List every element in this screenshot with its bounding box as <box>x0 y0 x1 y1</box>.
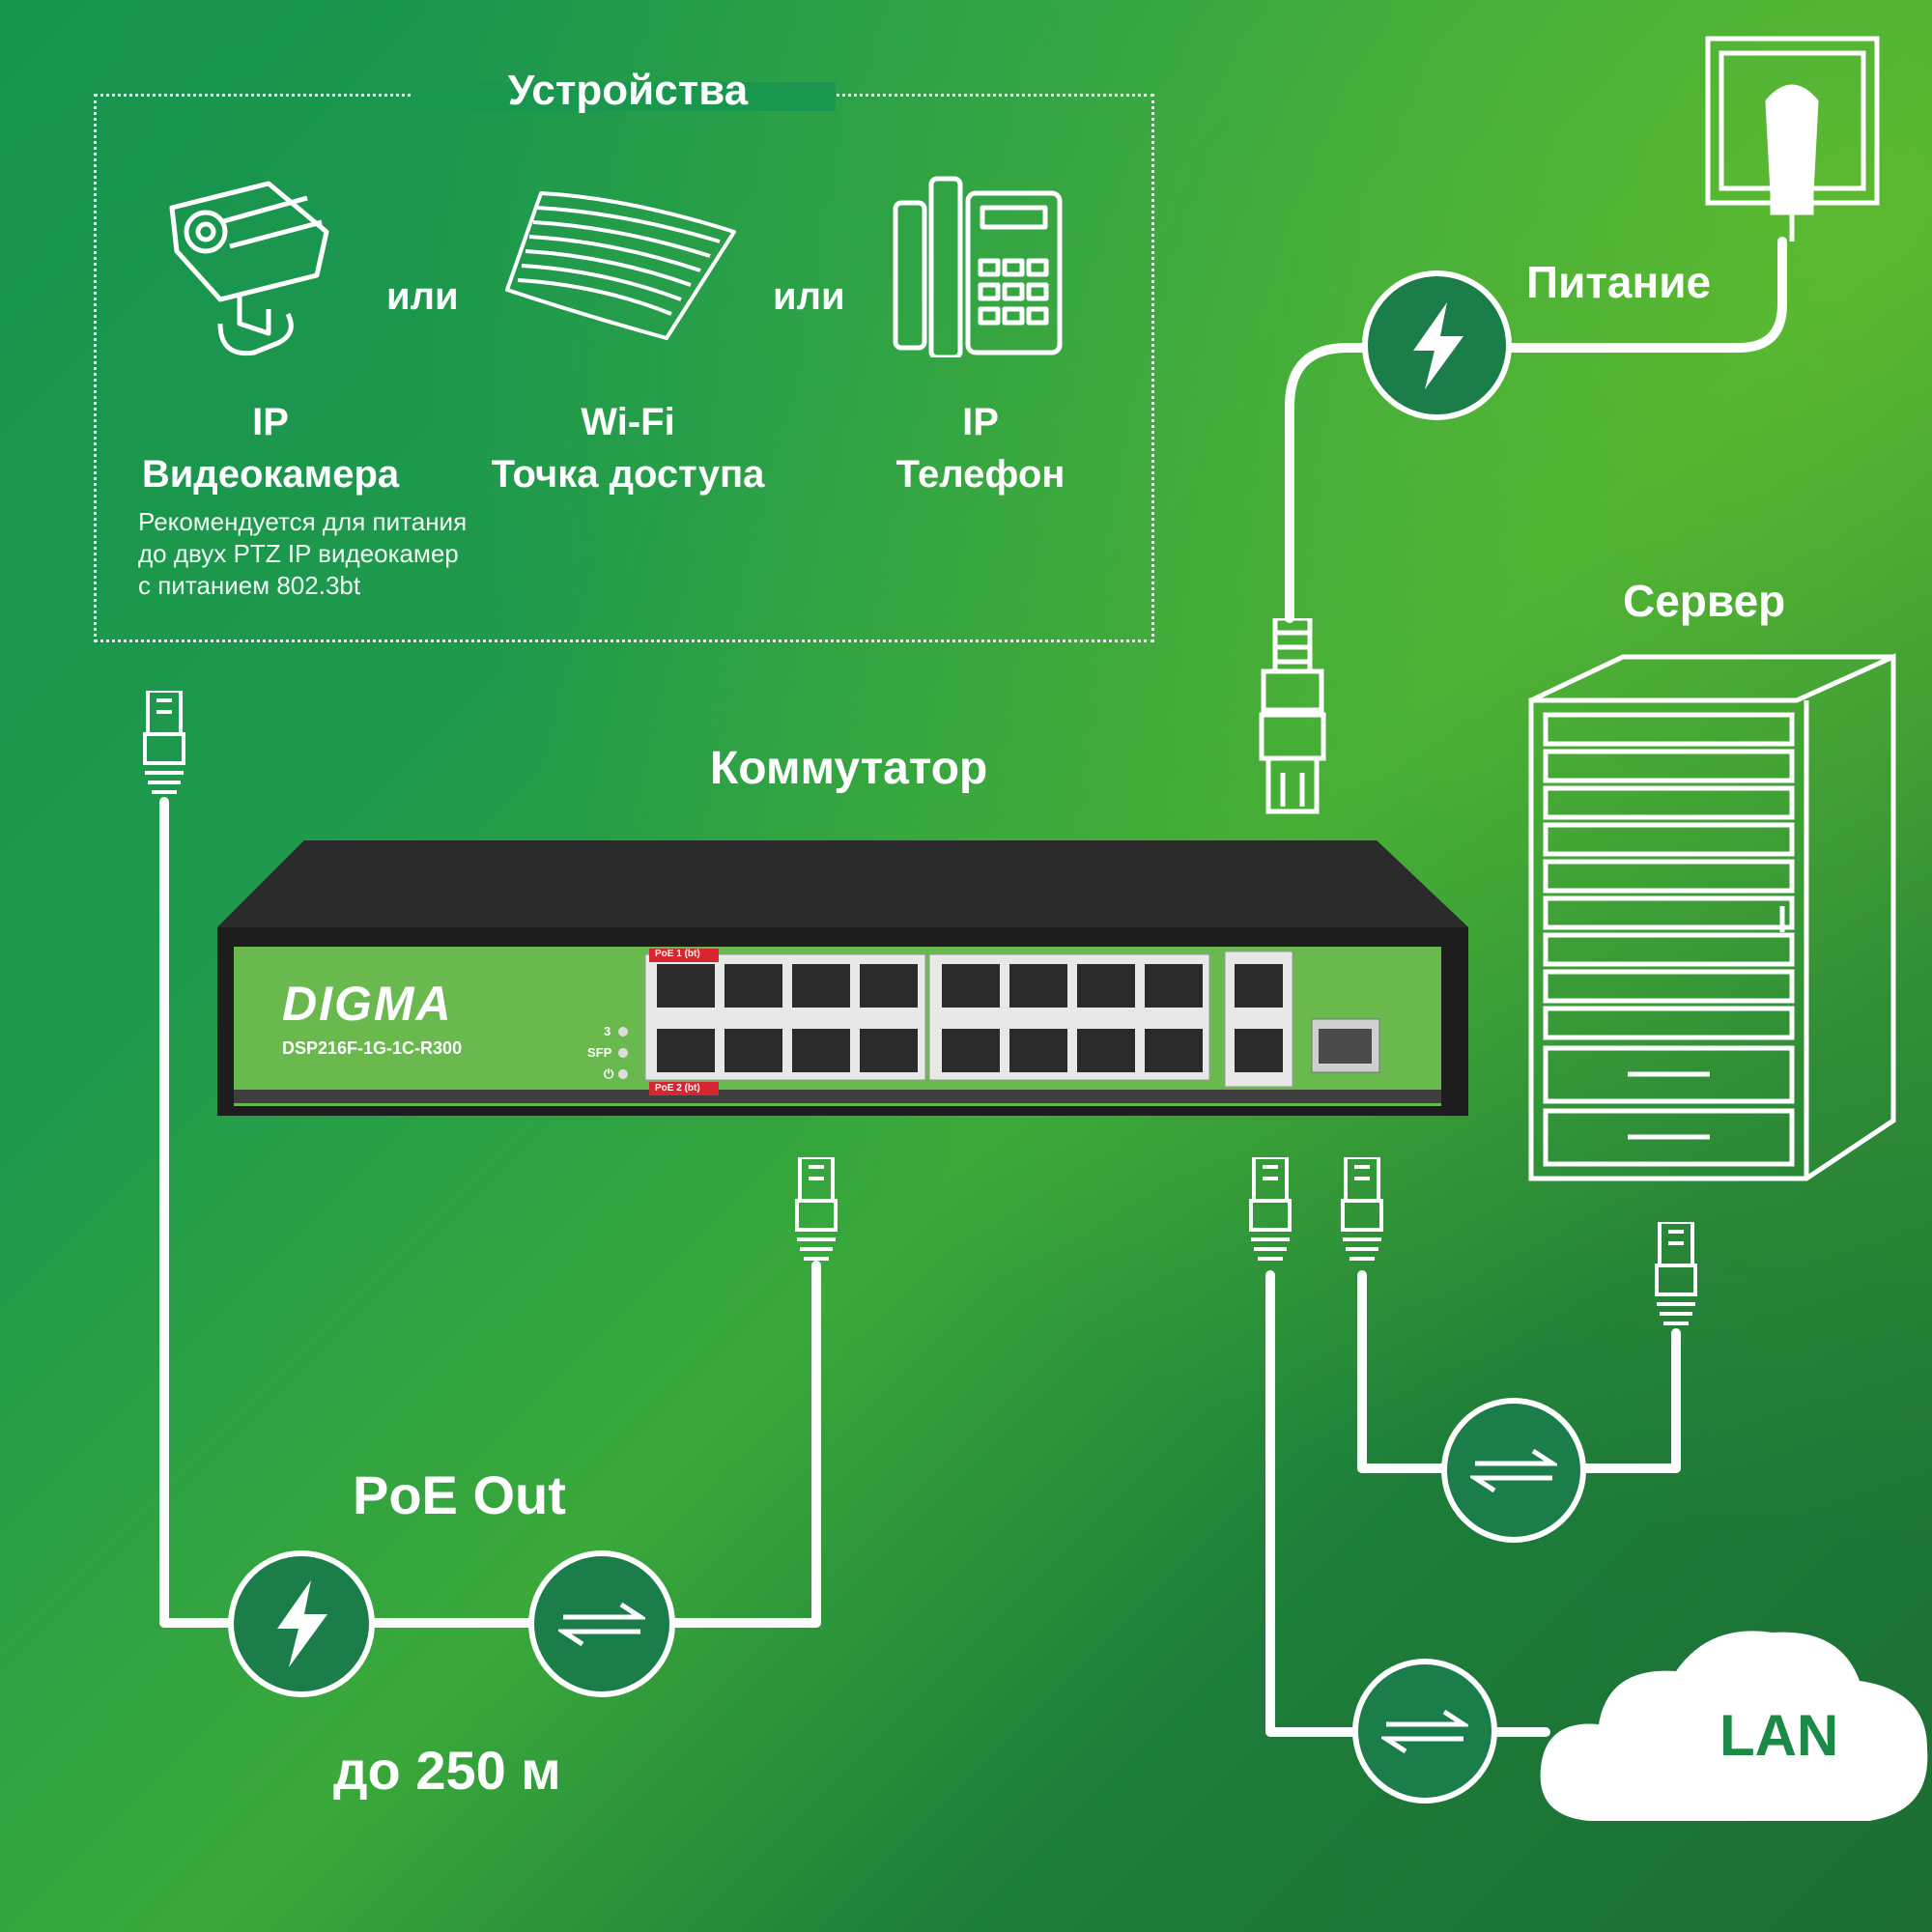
camera-label-line1: IP <box>252 401 289 443</box>
lightning-icon <box>277 1580 327 1667</box>
phone-label-line2: Телефон <box>895 453 1065 496</box>
lightning-icon <box>1412 301 1463 389</box>
server-cable-2 <box>1575 1328 1681 1473</box>
exchange-arrows-icon <box>1381 1709 1468 1754</box>
note-line-2: до двух PTZ IP видеокамер <box>138 539 459 568</box>
rj45-connector-lan <box>1249 1157 1292 1261</box>
switch-heading: Коммутатор <box>710 743 988 794</box>
power-cable-2 <box>1502 237 1787 353</box>
power-socket-icon <box>1705 36 1880 242</box>
exchange-arrows-icon <box>558 1602 645 1647</box>
brand-logo: DIGMA <box>282 977 453 1031</box>
server-exchange-circle <box>1441 1398 1586 1543</box>
poe-cable-right <box>667 1261 821 1628</box>
switch-device <box>217 840 1468 1116</box>
cloud-icon <box>1540 1631 1928 1821</box>
poe-top-label: PoE 1 (bt) <box>655 949 700 959</box>
access-point-label: Wi-Fi Точка доступа <box>473 396 782 500</box>
server-cable <box>1357 1270 1449 1473</box>
access-point-label-line1: Wi-Fi <box>581 401 675 443</box>
camera-label: IP Видеокамера <box>126 396 415 500</box>
lan-cable <box>1265 1270 1362 1737</box>
devices-title-mask <box>411 82 836 111</box>
note-line-1: Рекомендуется для питания <box>138 507 468 536</box>
server-label: Сервер <box>1623 576 1786 626</box>
phone-label: IP Телефон <box>850 396 1111 500</box>
server-rack-icon <box>1528 653 1896 1181</box>
ip-phone-icon <box>893 176 1063 357</box>
poe-exchange-circle <box>528 1550 675 1697</box>
power-cable <box>1285 343 1377 623</box>
wifi-access-point-icon <box>505 191 736 340</box>
poe-cable-left <box>159 797 242 1628</box>
led-label-3: 3 <box>604 1024 611 1038</box>
led-label-power: ⏻ <box>604 1066 614 1081</box>
camera-note: Рекомендуется для питания до двух PTZ IP… <box>138 506 467 602</box>
poe-out-label: PoE Out <box>353 1464 566 1525</box>
power-connector-icon <box>1259 618 1326 814</box>
camera-label-line2: Видеокамера <box>141 453 400 496</box>
model-label: DSP216F-1G-1C-R300 <box>282 1038 463 1058</box>
rj45-connector-left <box>143 691 185 794</box>
rj45-connector-poe <box>795 1157 838 1261</box>
power-circle <box>1362 270 1512 420</box>
exchange-arrows-icon <box>1470 1448 1557 1493</box>
access-point-label-line2: Точка доступа <box>491 453 765 496</box>
ip-camera-icon <box>169 181 329 356</box>
or-label-2: или <box>773 275 845 318</box>
phone-label-line1: IP <box>962 401 999 443</box>
led-label-sfp: SFP <box>587 1045 612 1060</box>
or-label-1: или <box>386 275 459 318</box>
rj45-connector-server <box>1341 1157 1383 1261</box>
power-label: Питание <box>1526 257 1712 307</box>
lan-exchange-circle <box>1352 1659 1497 1804</box>
devices-title: Устройства <box>507 67 749 114</box>
poe-power-circle <box>228 1550 375 1697</box>
poe-distance-label: до 250 м <box>333 1740 561 1801</box>
rj45-connector-rack <box>1655 1222 1697 1325</box>
note-line-3: с питанием 802.3bt <box>138 571 361 600</box>
lan-label: LAN <box>1719 1703 1839 1768</box>
poe-bottom-label: PoE 2 (bt) <box>655 1083 700 1094</box>
